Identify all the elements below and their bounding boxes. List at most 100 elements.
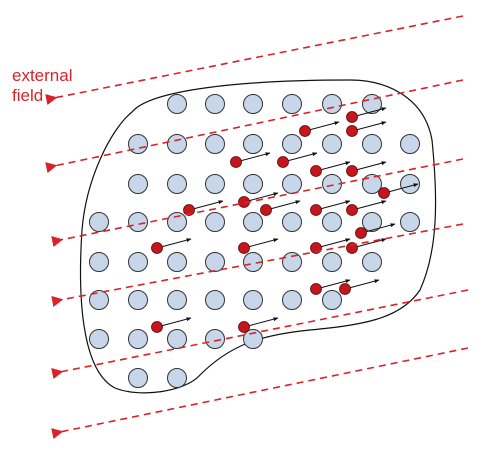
lattice-atom — [282, 212, 302, 232]
velocity-arrow — [355, 238, 387, 248]
lattice-atom — [400, 174, 420, 194]
moving-charge — [310, 165, 322, 177]
lattice-atom — [167, 329, 187, 349]
lattice-atom — [167, 368, 187, 388]
moving-charge — [339, 283, 351, 295]
moving-charge — [346, 111, 358, 123]
lattice-atom — [205, 174, 225, 194]
field-line — [45, 15, 464, 106]
velocity-arrow — [319, 200, 351, 210]
lattice-atom — [362, 134, 382, 154]
external-field-label-line1: external — [12, 66, 73, 85]
field-line — [45, 79, 464, 174]
material-outline — [79, 79, 437, 394]
external-field-label: external field — [12, 66, 72, 106]
lattice-atom — [128, 290, 148, 310]
lattice-atom — [167, 94, 187, 114]
moving-charge — [151, 321, 163, 333]
lattice-atom — [243, 329, 263, 349]
lattice-atom — [282, 290, 302, 310]
external-field-label-line2: field — [12, 86, 44, 105]
lattice-atom — [322, 134, 342, 154]
velocity-arrow — [355, 200, 387, 210]
moving-charge — [346, 242, 358, 254]
velocity-arrow — [192, 200, 224, 210]
lattice-atom — [205, 212, 225, 232]
lattice-atom — [205, 134, 225, 154]
lattice-atom — [362, 94, 382, 114]
velocity-arrow — [348, 279, 380, 289]
velocity-arrow — [319, 238, 351, 248]
moving-charge — [310, 283, 322, 295]
lattice-atom — [205, 252, 225, 272]
lattice-atom — [89, 329, 109, 349]
moving-charge — [230, 156, 242, 168]
velocity-arrow — [319, 161, 351, 171]
lattice-atom — [205, 94, 225, 114]
moving-charges — [151, 107, 419, 333]
lattice-atom — [205, 290, 225, 310]
lattice-atom — [400, 134, 420, 154]
lattice-atom — [322, 252, 342, 272]
lattice-atom — [282, 174, 302, 194]
moving-charge — [346, 165, 358, 177]
velocity-arrow — [239, 152, 271, 162]
velocity-arrow — [160, 238, 192, 248]
lattice-atom — [89, 290, 109, 310]
lattice-atom — [128, 252, 148, 272]
velocity-arrow — [364, 223, 396, 233]
lattice-atom — [128, 212, 148, 232]
lattice-atom — [128, 368, 148, 388]
moving-charge — [151, 242, 163, 254]
velocity-arrow — [269, 200, 301, 210]
velocity-arrow — [387, 183, 419, 193]
moving-charge — [238, 321, 250, 333]
lattice-atom — [167, 290, 187, 310]
velocity-arrow — [247, 238, 279, 248]
lattice-atom — [322, 94, 342, 114]
velocity-arrow — [319, 279, 351, 289]
moving-charge — [260, 204, 272, 216]
velocity-arrow — [355, 161, 387, 171]
moving-charge — [238, 242, 250, 254]
moving-charge — [346, 204, 358, 216]
lattice-atom — [128, 134, 148, 154]
lattice-atoms — [89, 94, 420, 388]
lattice-atom — [167, 134, 187, 154]
lattice-atom — [282, 94, 302, 114]
lattice-atom — [400, 212, 420, 232]
lattice-atom — [89, 212, 109, 232]
lattice-atom — [362, 174, 382, 194]
field-line — [51, 223, 464, 307]
field-line — [51, 289, 469, 380]
lattice-atom — [89, 252, 109, 272]
lattice-atom — [362, 212, 382, 232]
lattice-atom — [282, 134, 302, 154]
moving-charge — [277, 156, 289, 168]
lattice-atom — [243, 290, 263, 310]
moving-charge — [346, 125, 358, 137]
velocity-arrow — [308, 121, 340, 131]
lattice-atom — [282, 252, 302, 272]
velocity-arrow — [286, 152, 318, 162]
lattice-atom — [167, 212, 187, 232]
moving-charge — [355, 227, 367, 239]
field-line — [51, 347, 469, 440]
lattice-atom — [243, 212, 263, 232]
lattice-atom — [362, 252, 382, 272]
velocity-arrow — [247, 192, 279, 202]
lattice-atom — [167, 174, 187, 194]
moving-charge — [310, 204, 322, 216]
moving-charge — [299, 125, 311, 137]
lattice-atom — [128, 174, 148, 194]
lattice-atom — [322, 212, 342, 232]
lattice-atom — [322, 290, 342, 310]
external-field-lines — [45, 15, 469, 440]
lattice-atom — [243, 174, 263, 194]
velocity-arrow — [355, 107, 387, 117]
moving-charge — [378, 187, 390, 199]
field-line — [51, 158, 464, 248]
lattice-atom — [205, 329, 225, 349]
velocity-arrow — [247, 317, 279, 327]
